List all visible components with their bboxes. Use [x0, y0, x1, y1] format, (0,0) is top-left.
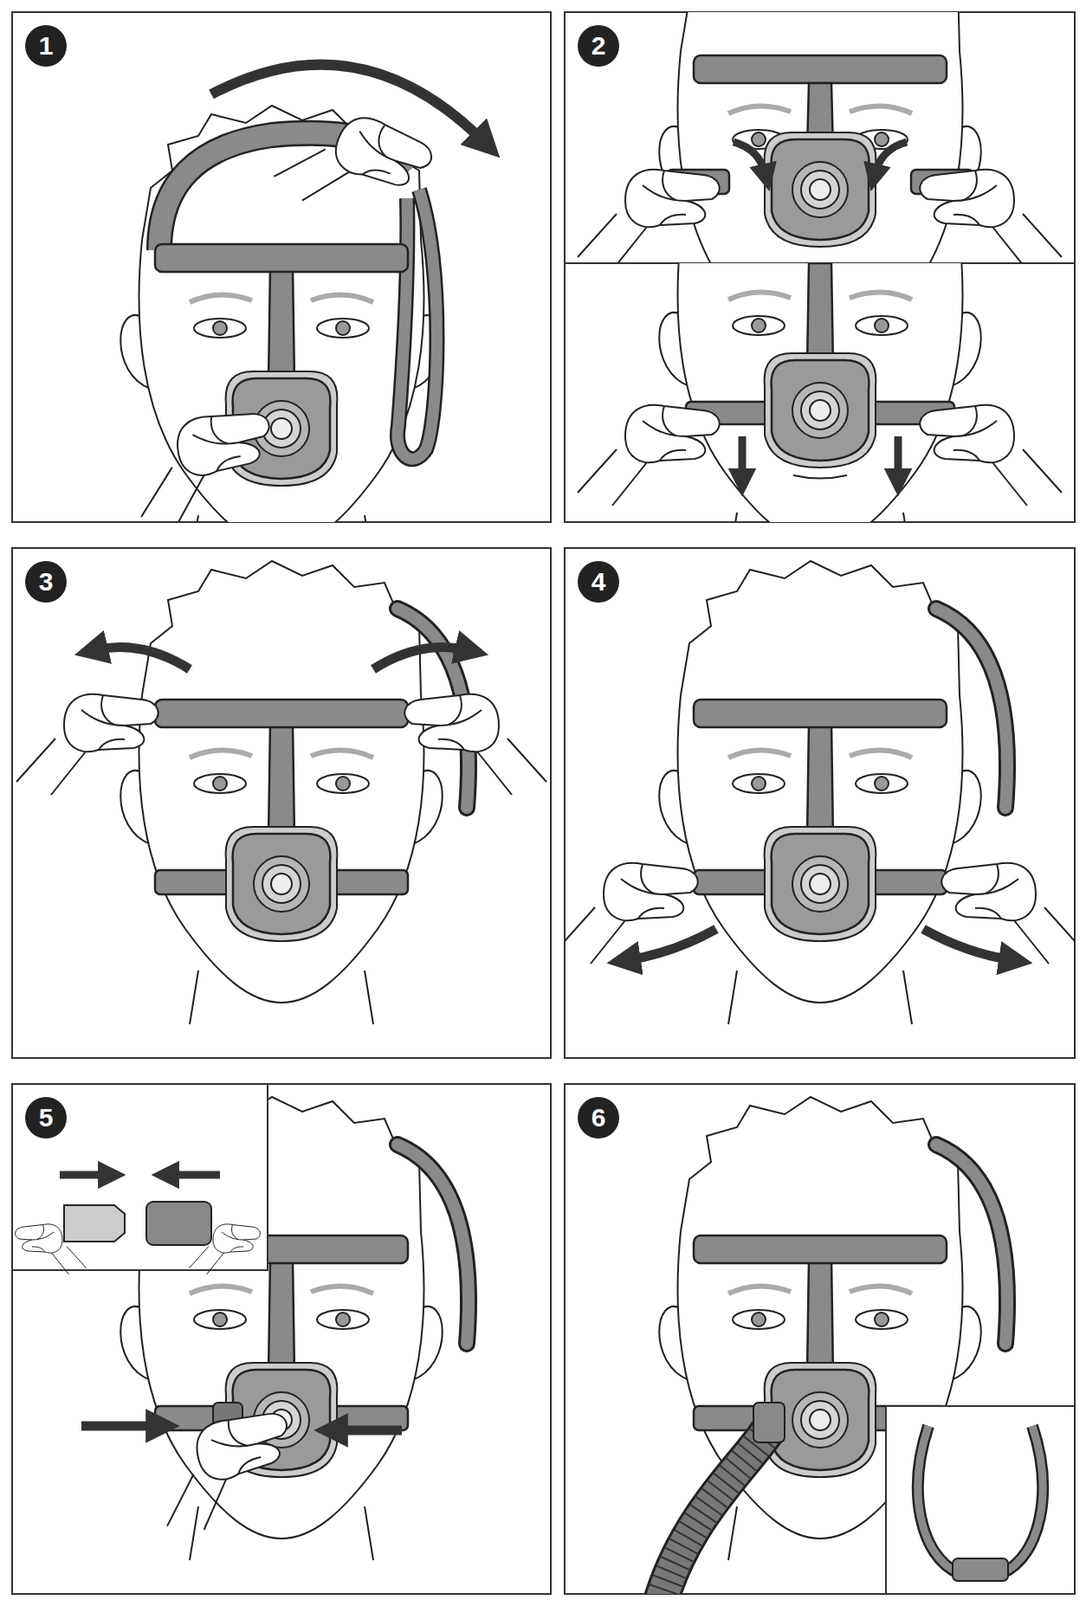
- callout-number: 5: [25, 1097, 67, 1139]
- step-panel-part: [12, 1084, 551, 1595]
- step-panel-part-part: [764, 353, 877, 468]
- step-panel-part-part: [269, 94, 438, 238]
- connector-inset-part: [189, 1224, 261, 1275]
- step-panel-part-part: [738, 436, 747, 480]
- step-panel-part-part: [404, 694, 547, 796]
- step-panel-part: [577, 1097, 620, 1139]
- step-panel-part-part: [577, 169, 720, 264]
- step-panel-part-part: [733, 142, 766, 175]
- headgear-inset-part: [917, 1426, 1043, 1574]
- step-panel-part-part: [693, 55, 947, 84]
- step-panel-part-part: [923, 929, 1013, 961]
- connector-inset-part: [64, 1205, 125, 1242]
- step-panel-part-part: [94, 646, 190, 670]
- step-panel-part: [577, 12, 1062, 264]
- callout-number: 1: [25, 25, 67, 67]
- air-tube-part: [655, 1430, 769, 1595]
- step-panel-part-part: [764, 132, 877, 247]
- air-tube-part: [655, 1430, 769, 1595]
- step-panel-part-part: [807, 263, 834, 368]
- step-panel-part-part: [397, 189, 438, 459]
- step-panel-part-part: [659, 561, 982, 1025]
- callout-number: 6: [577, 1097, 620, 1139]
- step-panel-part-part: [919, 405, 1062, 506]
- step-panel-part-part: [334, 1426, 402, 1436]
- step-panel-part-part: [120, 561, 443, 1025]
- step-panel-part-part: [659, 12, 982, 264]
- step-panel-part-part: [397, 189, 438, 459]
- step-panel-part-part: [81, 1422, 160, 1432]
- step-panel-part: [577, 25, 620, 67]
- step-panel-part: [577, 263, 1062, 523]
- step-panel-part: [25, 1097, 67, 1139]
- step-panel-part-part: [894, 436, 903, 480]
- step-panel-part-part: [373, 646, 469, 670]
- step-panel: [564, 0, 1075, 567]
- air-tube-part: [753, 1402, 785, 1443]
- step-panel-part-part: [125, 406, 283, 523]
- step-panel-part-part: [16, 694, 159, 796]
- step-panel: [564, 1084, 1075, 1600]
- step-panel-part-part: [144, 1405, 308, 1540]
- connector-inset: [12, 1084, 268, 1275]
- step-panel: [555, 548, 1084, 1059]
- step-panel-part: [25, 561, 67, 603]
- step-panel-part-part: [211, 64, 485, 143]
- callout-number: 3: [25, 561, 67, 603]
- step-panel-part-part: [577, 405, 720, 506]
- callout-number: 4: [577, 561, 620, 603]
- step-panel-part: [12, 1084, 469, 1561]
- step-panel-part: [120, 64, 485, 523]
- air-tube: [655, 1402, 785, 1595]
- connector-inset-part: [146, 1202, 212, 1246]
- step-panel-part-part: [627, 929, 717, 961]
- step-panel-part: [564, 12, 1075, 523]
- step-panel: [12, 548, 551, 1059]
- step-panel-part: [16, 561, 547, 1025]
- step-panel-part: [12, 12, 551, 523]
- air-tube-part: [655, 1430, 769, 1595]
- connector-inset-part: [168, 1171, 220, 1180]
- step-panel-part: [655, 1097, 1075, 1595]
- step-panel-part: [12, 548, 551, 1059]
- connector-inset-part: [59, 1171, 110, 1180]
- headgear-inset: [885, 1406, 1075, 1595]
- step-panel-part-part: [693, 699, 947, 942]
- step-panel-part: [564, 1084, 1075, 1595]
- step-panel-part-part: [919, 169, 1062, 264]
- step-panel-part-part: [155, 1235, 408, 1478]
- step-panel-part: [25, 25, 67, 67]
- step-panel: [12, 12, 551, 569]
- step-panel-part-part: [659, 263, 982, 523]
- step-panel: [12, 1084, 551, 1595]
- step-panel-part: [564, 548, 1075, 1059]
- step-panel-part-part: [874, 142, 907, 175]
- step-panel-part-part: [155, 699, 408, 942]
- headgear-inset-part: [952, 1558, 1009, 1582]
- step-panel-part: [577, 561, 620, 603]
- callout-number: 2: [577, 25, 620, 67]
- headgear-inset-part: [885, 1406, 1075, 1595]
- headgear-inset-part: [917, 1426, 1043, 1574]
- step-panel-part: [564, 561, 1075, 1025]
- connector-inset-part: [15, 1224, 87, 1275]
